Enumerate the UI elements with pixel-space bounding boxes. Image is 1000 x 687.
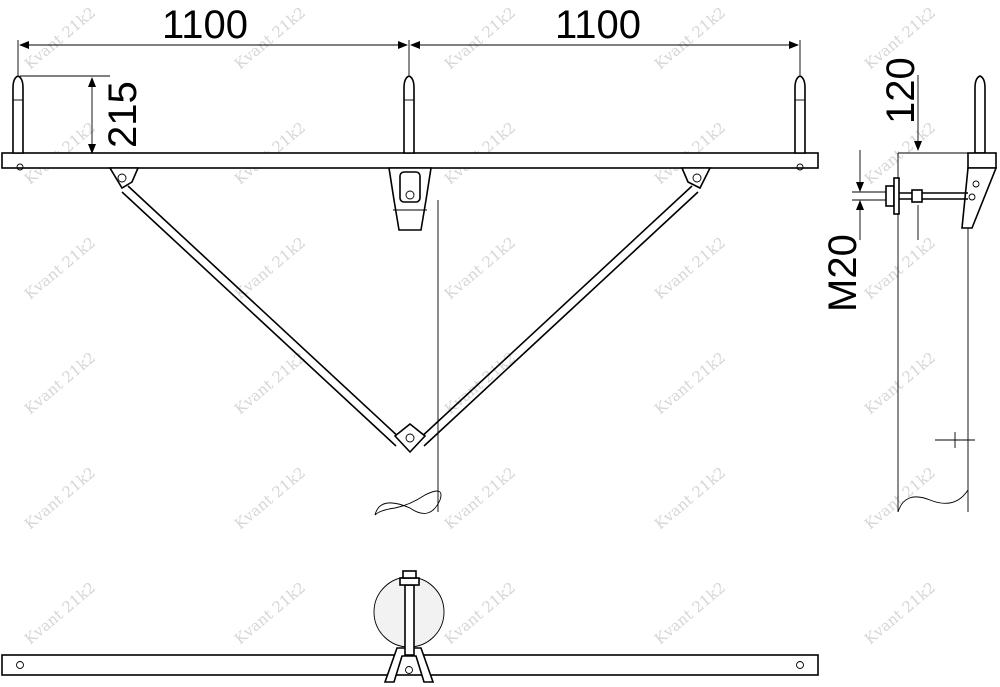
watermark-text: Kvant 21k2 <box>21 233 99 303</box>
dim-215: 215 <box>20 75 145 154</box>
watermark-text: Kvant 21k2 <box>861 463 939 533</box>
watermark-text: Kvant 21k2 <box>441 233 519 303</box>
watermark-text: Kvant 21k2 <box>231 578 309 648</box>
front-view: 215 1100 1100 <box>1 3 819 516</box>
dim-1100-left-label: 1100 <box>162 3 248 47</box>
side-bolt <box>885 177 968 215</box>
dim-120: 120 <box>879 57 923 240</box>
insulator-pin-left <box>12 75 24 154</box>
dim-span: 1100 1100 <box>17 3 801 75</box>
brace-joint <box>393 422 427 454</box>
watermark-text: Kvant 21k2 <box>441 3 519 73</box>
watermark-text: Kvant 21k2 <box>861 578 939 648</box>
watermark-text: Kvant 21k2 <box>861 348 939 418</box>
insulator-pin-right <box>794 75 806 154</box>
watermark-text: Kvant 21k2 <box>21 463 99 533</box>
top-clamp <box>383 570 435 683</box>
break-symbol <box>374 490 442 516</box>
watermark-text: Kvant 21k2 <box>651 233 729 303</box>
watermark-text: Kvant 21k2 <box>231 348 309 418</box>
watermark-text: Kvant 21k2 <box>651 348 729 418</box>
watermark-text: Kvant 21k2 <box>651 578 729 648</box>
dim-120-label: 120 <box>879 57 923 124</box>
top-view <box>1 570 819 683</box>
crossbar <box>1 152 819 169</box>
side-view: 120 M20 <box>821 57 998 513</box>
watermark-text: Kvant 21k2 <box>21 578 99 648</box>
watermark-text: Kvant 21k2 <box>651 3 729 73</box>
left-brace <box>108 167 403 447</box>
dim-1100-right-label: 1100 <box>555 3 641 47</box>
insulator-pin-center <box>403 75 415 154</box>
side-pin <box>967 75 997 169</box>
watermark-text: Kvant 21k2 <box>21 3 99 73</box>
watermark-text: Kvant 21k2 <box>861 233 939 303</box>
dim-m20: M20 <box>821 150 886 312</box>
watermark-text: Kvant 21k2 <box>231 463 309 533</box>
right-brace <box>417 167 712 447</box>
watermark-text: Kvant 21k2 <box>441 463 519 533</box>
watermark-text: Kvant 21k2 <box>441 578 519 648</box>
center-clamp <box>388 167 432 231</box>
dim-m20-label: M20 <box>821 234 865 312</box>
watermark-text: Kvant 21k2 <box>651 463 729 533</box>
side-break-symbol <box>897 489 969 513</box>
dim-215-label: 215 <box>101 81 145 148</box>
watermark-text: Kvant 21k2 <box>21 348 99 418</box>
top-crossbar <box>1 654 819 676</box>
side-bracket <box>961 167 998 229</box>
